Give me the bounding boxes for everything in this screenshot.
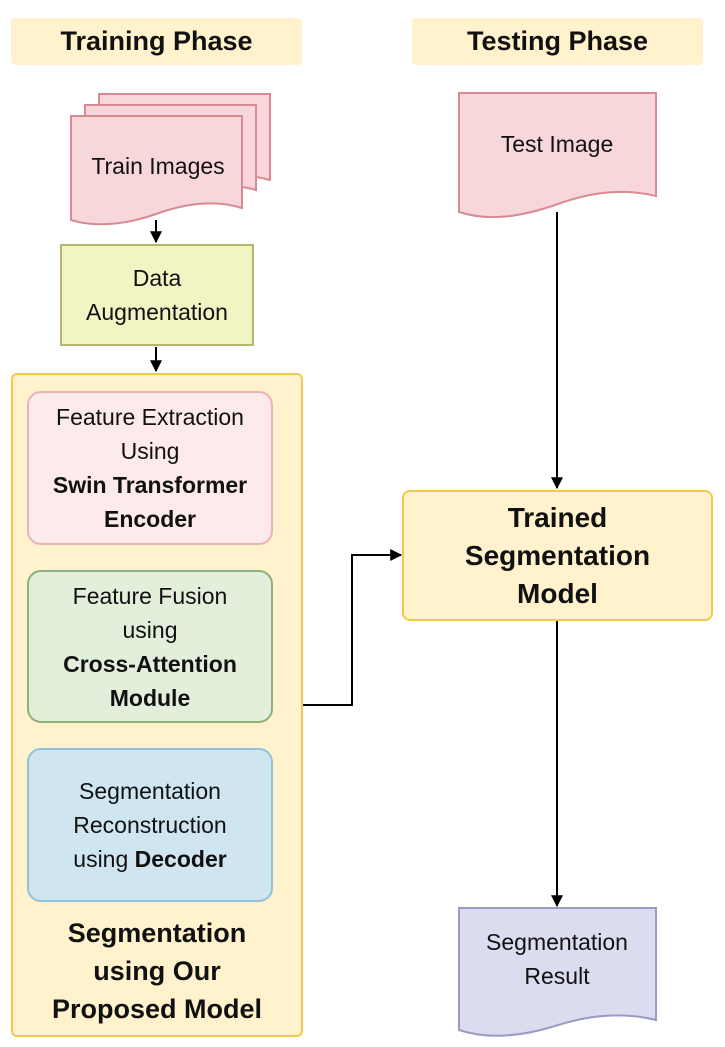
feature-extraction-box: Feature Extraction Using Swin Transforme… bbox=[27, 391, 273, 545]
data-augmentation-line-1: Data bbox=[132, 265, 182, 291]
trained-model-line-1: Trained bbox=[507, 501, 608, 533]
reconstruction-line-3: using Decoder bbox=[73, 842, 226, 876]
caption-line-3: Proposed Model bbox=[51, 994, 262, 1024]
feature-fusion-line-1: Feature Fusion bbox=[72, 582, 228, 609]
train-images-node: Train Images bbox=[70, 93, 271, 226]
reconstruction-decoder-word: Decoder bbox=[134, 846, 227, 872]
feature-fusion-module-name: Cross-Attention bbox=[63, 650, 237, 677]
training-phase-header: Training Phase bbox=[11, 18, 302, 65]
testing-phase-header: Testing Phase bbox=[412, 18, 703, 65]
segmentation-result-node: Segmentation Result bbox=[458, 907, 657, 1037]
reconstruction-line-3-prefix: using bbox=[73, 846, 135, 872]
feature-extraction-encoder-word: Encoder bbox=[103, 506, 197, 532]
trained-model-line-2: Segmentation bbox=[464, 539, 651, 571]
feature-extraction-line-2: Using bbox=[120, 438, 180, 464]
segmentation-result-line-1: Segmentation bbox=[486, 929, 628, 955]
trained-segmentation-model-box: Trained Segmentation Model bbox=[402, 490, 713, 621]
data-augmentation-box: Data Augmentation bbox=[60, 244, 254, 346]
testing-phase-label: Testing Phase bbox=[466, 26, 649, 56]
feature-fusion-module-word: Module bbox=[109, 684, 191, 711]
caption-line-1: Segmentation bbox=[67, 918, 247, 948]
train-images-label: Train Images bbox=[91, 153, 224, 179]
reconstruction-line-2: Reconstruction bbox=[73, 812, 227, 838]
trained-model-line-3: Model bbox=[517, 577, 598, 609]
feature-fusion-line-2: using bbox=[122, 616, 178, 643]
segmentation-result-doc bbox=[458, 907, 657, 1037]
reconstruction-line-1: Segmentation bbox=[79, 778, 221, 804]
test-image-node: Test Image bbox=[458, 92, 657, 219]
proposed-model-caption: Segmentation using Our Proposed Model bbox=[13, 908, 301, 1034]
arrow-model-to-trained-model bbox=[303, 549, 403, 706]
feature-extraction-line-1: Feature Extraction bbox=[56, 404, 244, 430]
training-phase-label: Training Phase bbox=[60, 26, 253, 56]
caption-line-2: using Our bbox=[93, 956, 221, 986]
segmentation-result-line-2: Result bbox=[524, 963, 590, 989]
reconstruction-decoder-box: Segmentation Reconstruction using Decode… bbox=[27, 748, 273, 902]
feature-fusion-box: Feature Fusion using Cross-Attention Mod… bbox=[27, 570, 273, 723]
data-augmentation-line-2: Augmentation bbox=[86, 299, 228, 325]
feature-extraction-encoder-name: Swin Transformer bbox=[52, 472, 248, 498]
train-images-doc-front bbox=[70, 115, 243, 226]
test-image-label: Test Image bbox=[501, 131, 614, 157]
test-image-doc bbox=[458, 92, 657, 219]
